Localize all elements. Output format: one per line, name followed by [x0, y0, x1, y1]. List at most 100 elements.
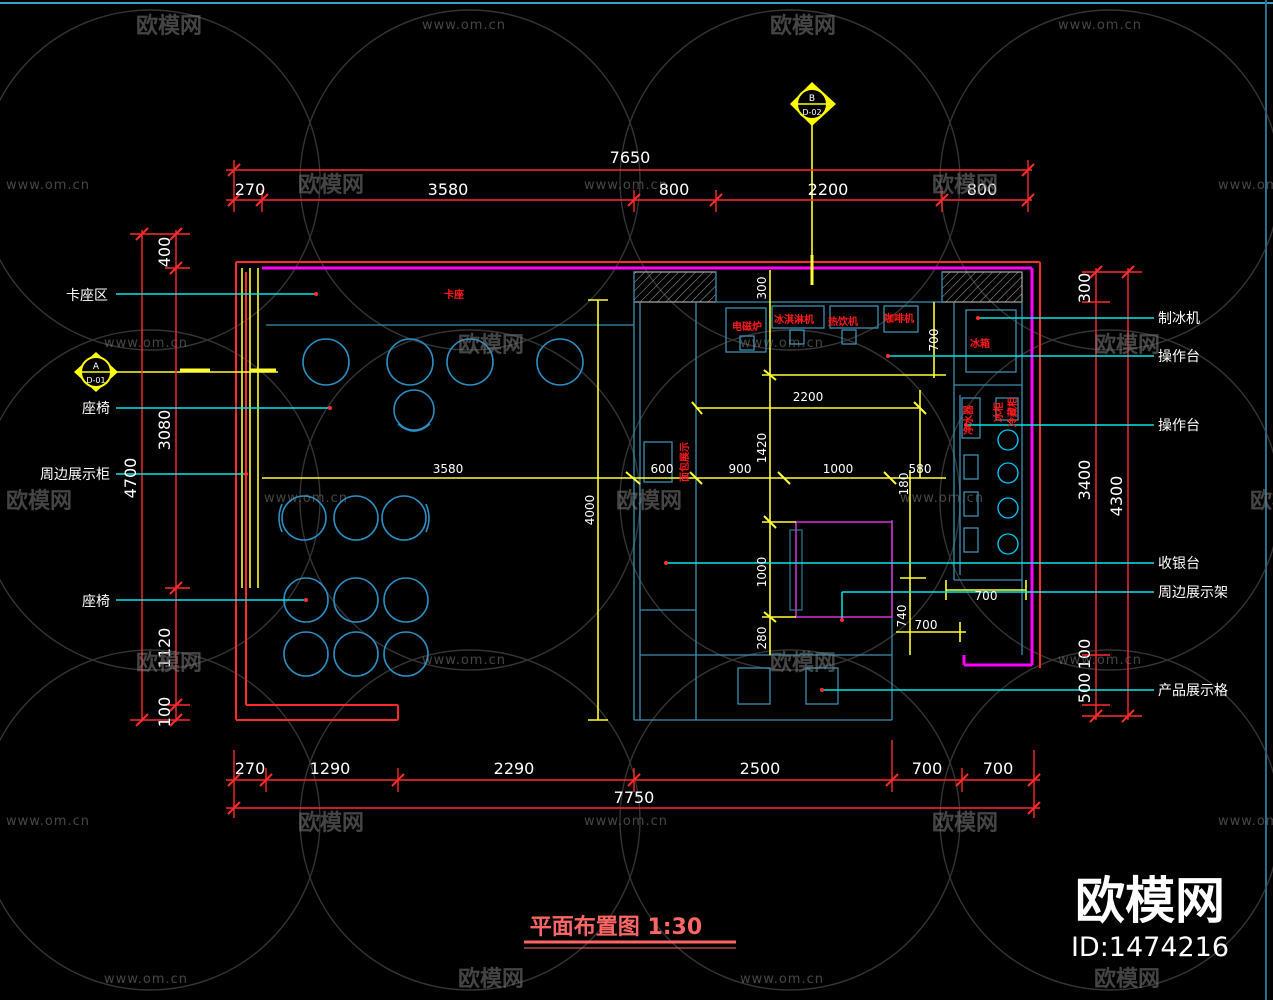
interior-lines: [266, 272, 1023, 721]
label-seats-upper: 座椅: [82, 401, 110, 417]
right-labels: 制冰机 操作台 操作台 收银台 周边展示架 产品展示格: [1158, 311, 1228, 699]
label-ice-machine: 制冰机: [1158, 311, 1200, 327]
interior-dim: 900: [729, 462, 752, 476]
label-display-rack: 周边展示架: [1158, 585, 1228, 601]
watermark-url: www.om.cn: [740, 336, 824, 351]
drawing-title-block: 平面布置图 1:30: [524, 914, 736, 949]
leader-lines: [116, 293, 1154, 691]
dimension-ticks: [135, 163, 1135, 815]
watermark-url: www.om.cn: [422, 18, 506, 33]
watermark-text: 欧模网: [6, 488, 72, 514]
pillar-left: [633, 271, 717, 303]
interior-dim: 4000: [583, 495, 597, 526]
watermark-text: 欧模网: [770, 13, 836, 39]
right-dim: 300: [1075, 273, 1094, 304]
watermark-url: www.om.cn: [1058, 18, 1142, 33]
bottom-dim: 700: [983, 759, 1014, 778]
right-dim: 3400: [1075, 460, 1094, 501]
watermark-text: 欧模网: [1094, 966, 1160, 992]
interior-dim: 700: [915, 618, 938, 632]
walls: [262, 266, 1034, 667]
watermark-text: 欧模网: [298, 172, 364, 198]
stool: [805, 667, 839, 705]
section-marker-b: B D-02: [790, 82, 836, 126]
label-worktop-1: 操作台: [1158, 349, 1200, 365]
red-wall-outline: [235, 261, 1041, 721]
right-dim: 500: [1075, 673, 1094, 704]
watermark-url: www.om.cn: [104, 336, 188, 351]
interior-dim: 280: [755, 627, 769, 650]
top-dim: 2200: [808, 180, 849, 199]
top-dim: 3580: [428, 180, 469, 199]
bottom-dimension-text: 7750 270 1290 2290 2500 700 700: [235, 759, 1014, 807]
bottom-dim: 1290: [310, 759, 351, 778]
watermark-text: 欧模网: [770, 650, 836, 676]
interior-dim: 1000: [755, 557, 769, 588]
brand-id-text: ID:1474216: [1071, 932, 1229, 963]
centerline-ticks: [625, 369, 927, 623]
seating: [278, 338, 584, 677]
top-dim: 800: [967, 180, 998, 199]
label-equipment: 冷藏柜: [1006, 397, 1019, 427]
watermark-text: 欧模网: [1094, 332, 1160, 358]
watermark-url: www.om.cn: [1218, 178, 1273, 193]
kitchen-equipment: [643, 305, 1017, 483]
left-dim: 3080: [155, 410, 174, 451]
watermark-text: 欧模网: [136, 13, 202, 39]
label-display-cabinet: 周边展示柜: [40, 467, 110, 483]
watermark-url: www.om.cn: [1218, 814, 1273, 829]
label-equipment: 净水器: [962, 404, 975, 435]
label-booth: 卡座: [444, 288, 464, 301]
red-labels: 卡座 电磁炉 冰淇淋机 热饮机 咖啡机 冰箱 净水器 面包展示 冰柜 冷藏柜: [444, 288, 1019, 482]
top-dim: 270: [235, 180, 266, 199]
label-equipment: 咖啡机: [884, 312, 914, 325]
left-dim: 100: [155, 697, 174, 728]
watermark-text: 欧模网: [932, 172, 998, 198]
label-booth-area: 卡座区: [66, 288, 108, 304]
section-marker-a: A D-01: [74, 352, 118, 392]
label-equipment: 面包展示: [678, 442, 691, 482]
right-total-dim: 4300: [1107, 476, 1126, 517]
top-dimension-text: 7650 270 3580 800 2200 800: [235, 148, 998, 199]
interior-dim: 180: [897, 473, 911, 496]
label-cashier: 收银台: [1158, 556, 1200, 572]
watermark-url: www.om.cn: [6, 178, 90, 193]
section-b-letter: B: [809, 94, 815, 104]
right-dim: 100: [1075, 639, 1094, 670]
watermark-url: www.om.cn: [584, 178, 668, 193]
watermark-text: 欧模网: [298, 810, 364, 836]
interior-dim: 300: [755, 277, 769, 300]
section-b-sheet: D-02: [802, 108, 821, 117]
left-dimension-text: 4700 400 3080 1120 100: [121, 237, 174, 728]
label-seats-lower: 座椅: [82, 594, 110, 610]
section-a-letter: A: [93, 362, 100, 372]
top-dim: 800: [659, 180, 690, 199]
display-slots: [961, 397, 1019, 555]
watermark-url: www.om.cn: [740, 972, 824, 987]
watermark-url: www.om.cn: [584, 814, 668, 829]
label-product-grid: 产品展示格: [1158, 683, 1228, 699]
right-dimension-text: 4300 300 3400 500 100: [1075, 273, 1126, 704]
label-equipment: 冰箱: [970, 337, 990, 350]
watermark-url: www.om.cn: [422, 653, 506, 668]
brand-logo-text: 欧模网: [1075, 872, 1225, 930]
interior-dim: 2200: [793, 390, 824, 404]
bottom-dim: 2290: [494, 759, 535, 778]
left-dim: 1120: [155, 628, 174, 669]
label-equipment: 热饮机: [828, 315, 858, 328]
label-worktop-2: 操作台: [1158, 418, 1200, 434]
interior-dim: 580: [909, 462, 932, 476]
watermark-url: www.om.cn: [1058, 653, 1142, 668]
label-equipment: 电磁炉: [732, 320, 762, 333]
watermark-url: www.om.cn: [6, 814, 90, 829]
left-labels: 卡座区 座椅 周边展示柜 座椅: [40, 288, 110, 610]
drawing-title: 平面布置图 1:30: [530, 914, 702, 940]
label-equipment: 冰淇淋机: [774, 313, 814, 326]
watermark-url: www.om.cn: [900, 491, 984, 506]
cashier-counter: [795, 521, 893, 618]
interior-dim: 700: [927, 329, 941, 352]
interior-dimension-text: 3580 600 900 1000 580 2200 1420 4000 300…: [433, 277, 998, 650]
watermark-text: 欧模网: [458, 332, 524, 358]
pillar-right: [941, 271, 1023, 303]
